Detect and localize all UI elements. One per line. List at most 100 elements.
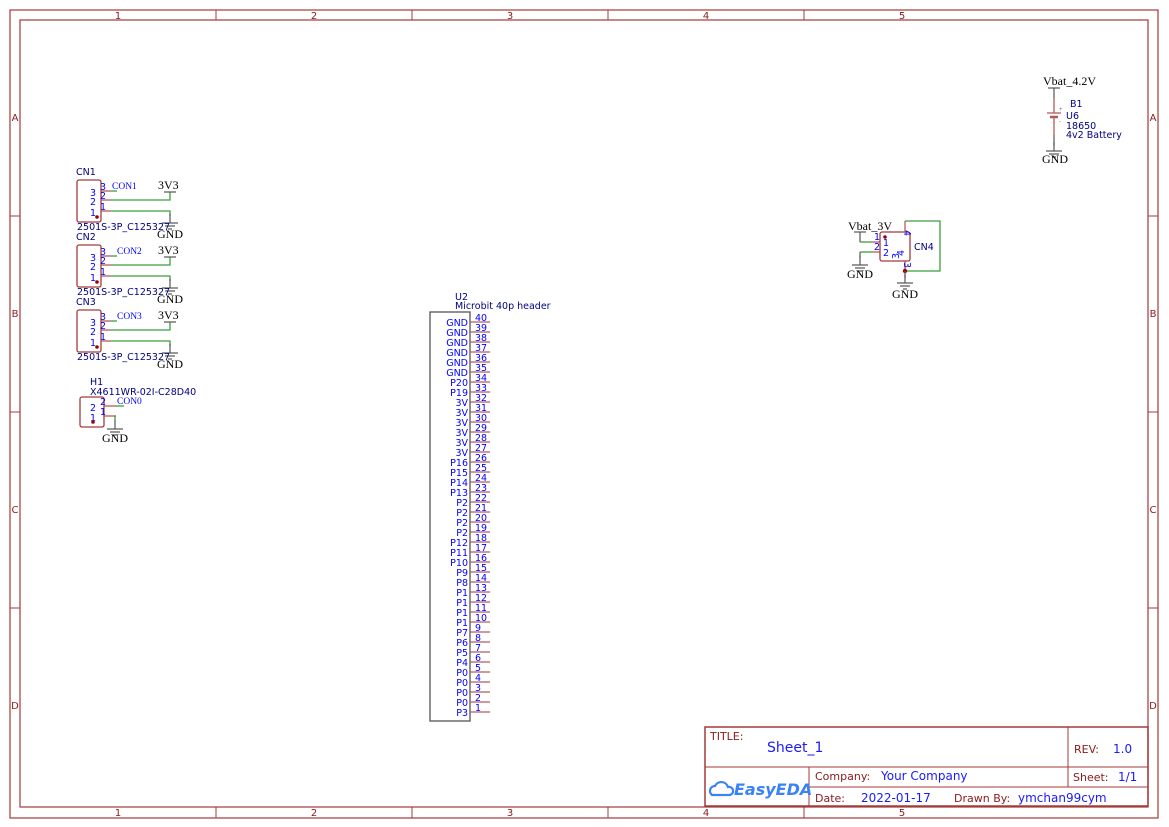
frame-column-label: 4 [703, 11, 709, 22]
cn4-pin-label: 3 [891, 253, 902, 259]
header-pin-name: P8 [456, 578, 468, 589]
connector-pin-number: 3 [100, 312, 106, 323]
cn4-pin-number: 4 [901, 230, 912, 236]
header-pin-number: 21 [475, 503, 487, 514]
header-pin-name: P20 [450, 378, 468, 389]
frame-row-label: D [11, 701, 19, 712]
battery-b1[interactable]: Vbat_4.2V + - B1 U6 18650 4v2 Battery GN… [1042, 74, 1122, 166]
connector-pin-number: 2 [100, 321, 106, 332]
connector-pin-number: 3 [100, 182, 106, 193]
connector-body [76, 309, 102, 353]
net-label: CON1 [112, 182, 137, 192]
header-pin-name: GND [446, 358, 468, 369]
header-pin-number: 27 [475, 443, 487, 454]
h1-value: X4611WR-02I-C28D40 [90, 387, 196, 398]
power-label-vbat-3v: Vbat_3V [848, 219, 892, 233]
ground-label: GND [102, 431, 128, 445]
battery-plus: + [1059, 107, 1063, 113]
header-pin-name: P2 [456, 528, 468, 539]
header-pin-name: P10 [450, 558, 468, 569]
frame-column-label: 1 [115, 11, 121, 22]
wire [111, 322, 171, 331]
connector-footprint: 2501S-3P_C125327 [77, 287, 170, 298]
header-pin-number: 4 [475, 673, 481, 684]
connector-pin-label: 2 [90, 262, 96, 273]
header-pin-name: P0 [456, 698, 468, 709]
header-pin-name: P16 [450, 458, 468, 469]
header-pin-name: P2 [456, 508, 468, 519]
header-pin-number: 3 [475, 683, 481, 694]
h1-pin-number: 1 [100, 407, 106, 418]
cn4-pin-number: 1 [874, 232, 880, 243]
header-pin-number: 11 [475, 603, 487, 614]
connector-cn4[interactable]: Vbat_3V GND 1 2 1 2 CN4 4 4 3 3 GND [847, 219, 941, 301]
connector-h1[interactable]: H1 X4611WR-02I-C28D40 2 1 2 1 CON0 GND [79, 377, 196, 445]
cn4-pin-number: 3 [901, 262, 912, 268]
header-pin-number: 30 [475, 413, 487, 424]
header-pin-number: 20 [475, 513, 487, 524]
battery-minus: - [1059, 119, 1061, 125]
header-pin-number: 14 [475, 573, 487, 584]
header-pin[interactable]: P2 21 [456, 503, 490, 519]
h1-ref: H1 [90, 377, 103, 388]
header-pin-number: 8 [475, 633, 481, 644]
connector-ref: CN2 [76, 232, 96, 243]
frame-column-label: 2 [311, 808, 317, 819]
drawn-by-value: ymchan99cym [1018, 791, 1107, 805]
connector-pin-label: 1 [90, 273, 96, 284]
power-label-vbat-4v2: Vbat_4.2V [1043, 74, 1096, 88]
header-pin[interactable]: P8 14 [456, 573, 490, 589]
header-pin-name: P15 [450, 468, 468, 479]
header-pin-name: GND [446, 318, 468, 329]
header-pin-name: P19 [450, 388, 468, 399]
header-pin-number: 39 [475, 323, 487, 334]
header-pin-name: P2 [456, 498, 468, 509]
connector-ref: CN1 [76, 167, 96, 178]
header-pin-name: P1 [456, 588, 468, 599]
